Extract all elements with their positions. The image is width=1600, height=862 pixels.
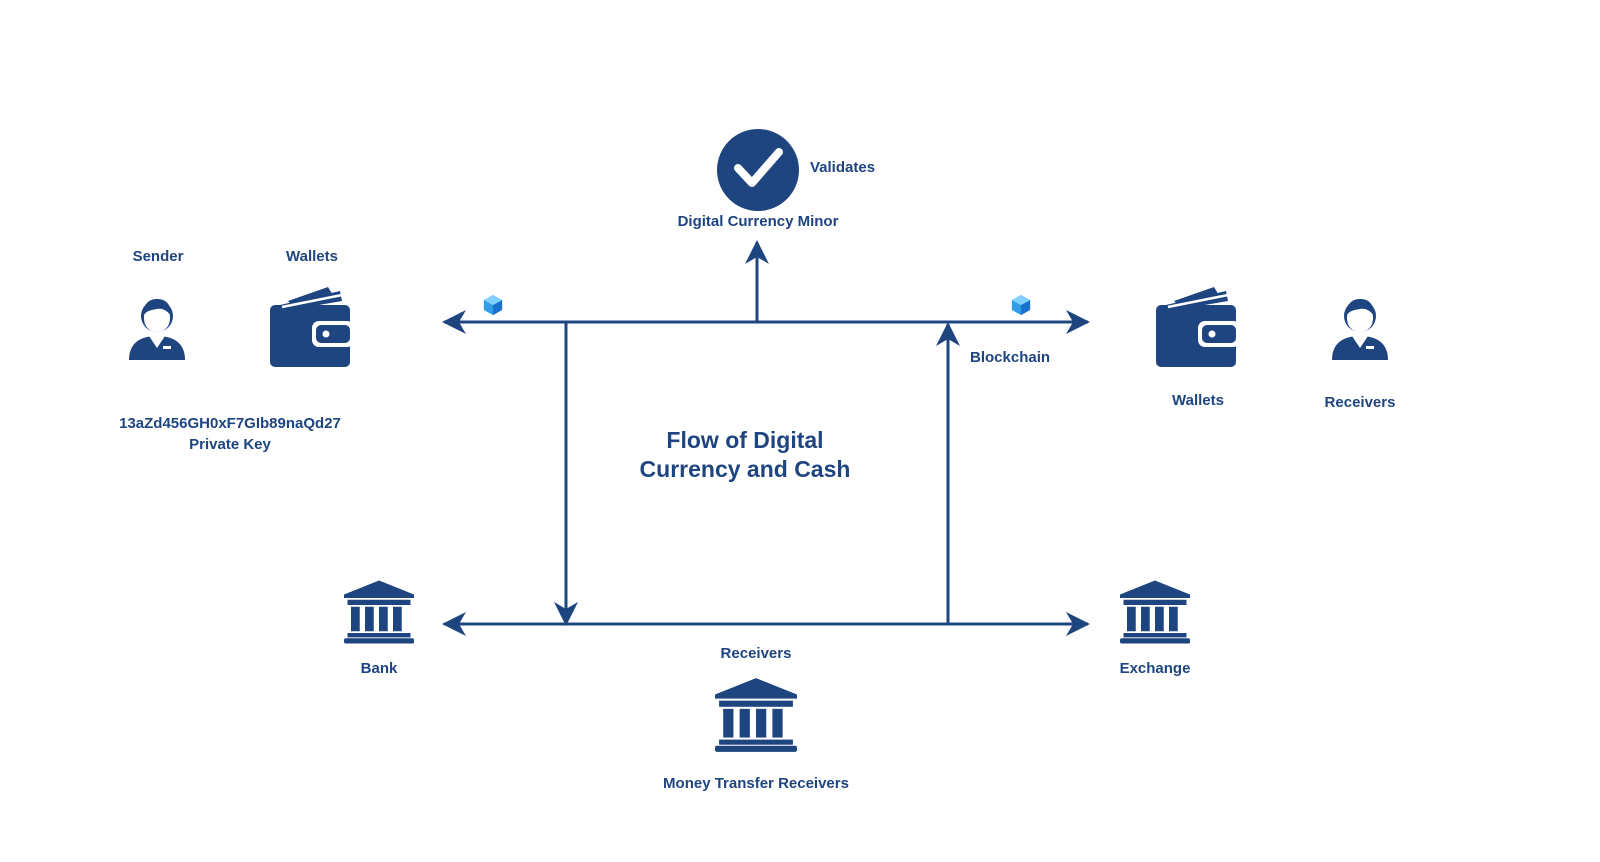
exchange-bank-icon xyxy=(1120,580,1190,644)
blockchain-cube-icon-right xyxy=(1011,294,1031,316)
receiver-user-icon xyxy=(1332,299,1388,360)
sender-user-icon xyxy=(129,299,185,360)
receivers-bottom-label: Receivers xyxy=(720,645,792,662)
sender-wallets-label: Wallets xyxy=(286,248,338,265)
money-transfer-bank-icon xyxy=(715,678,797,752)
blockchain-cube-icon-left xyxy=(483,294,503,316)
blockchain-label: Blockchain xyxy=(970,349,1051,366)
sender-label: Sender xyxy=(132,248,184,265)
receivers-right-label: Receivers xyxy=(1324,394,1396,411)
bank-icon xyxy=(344,580,414,644)
private-key-label: Private Key xyxy=(189,436,271,453)
connectors xyxy=(442,240,1090,636)
exchange-label: Exchange xyxy=(1119,660,1191,677)
check-circle-icon xyxy=(717,129,799,211)
receiver-wallets-label: Wallets xyxy=(1172,392,1224,409)
private-key-value: 13aZd456GH0xF7GIb89naQd27 xyxy=(119,415,341,432)
validates-label: Validates xyxy=(810,159,876,176)
receiver-wallet-icon xyxy=(1156,287,1240,367)
title-line-2: Currency and Cash xyxy=(639,456,851,482)
title-line-1: Flow of Digital xyxy=(666,427,824,453)
sender-wallet-icon xyxy=(270,287,354,367)
miner-label: Digital Currency Minor xyxy=(677,213,839,230)
diagram-title: Flow of Digital Currency and Cash xyxy=(585,426,905,484)
money-transfer-label: Money Transfer Receivers xyxy=(663,775,849,792)
bank-label: Bank xyxy=(360,660,398,677)
